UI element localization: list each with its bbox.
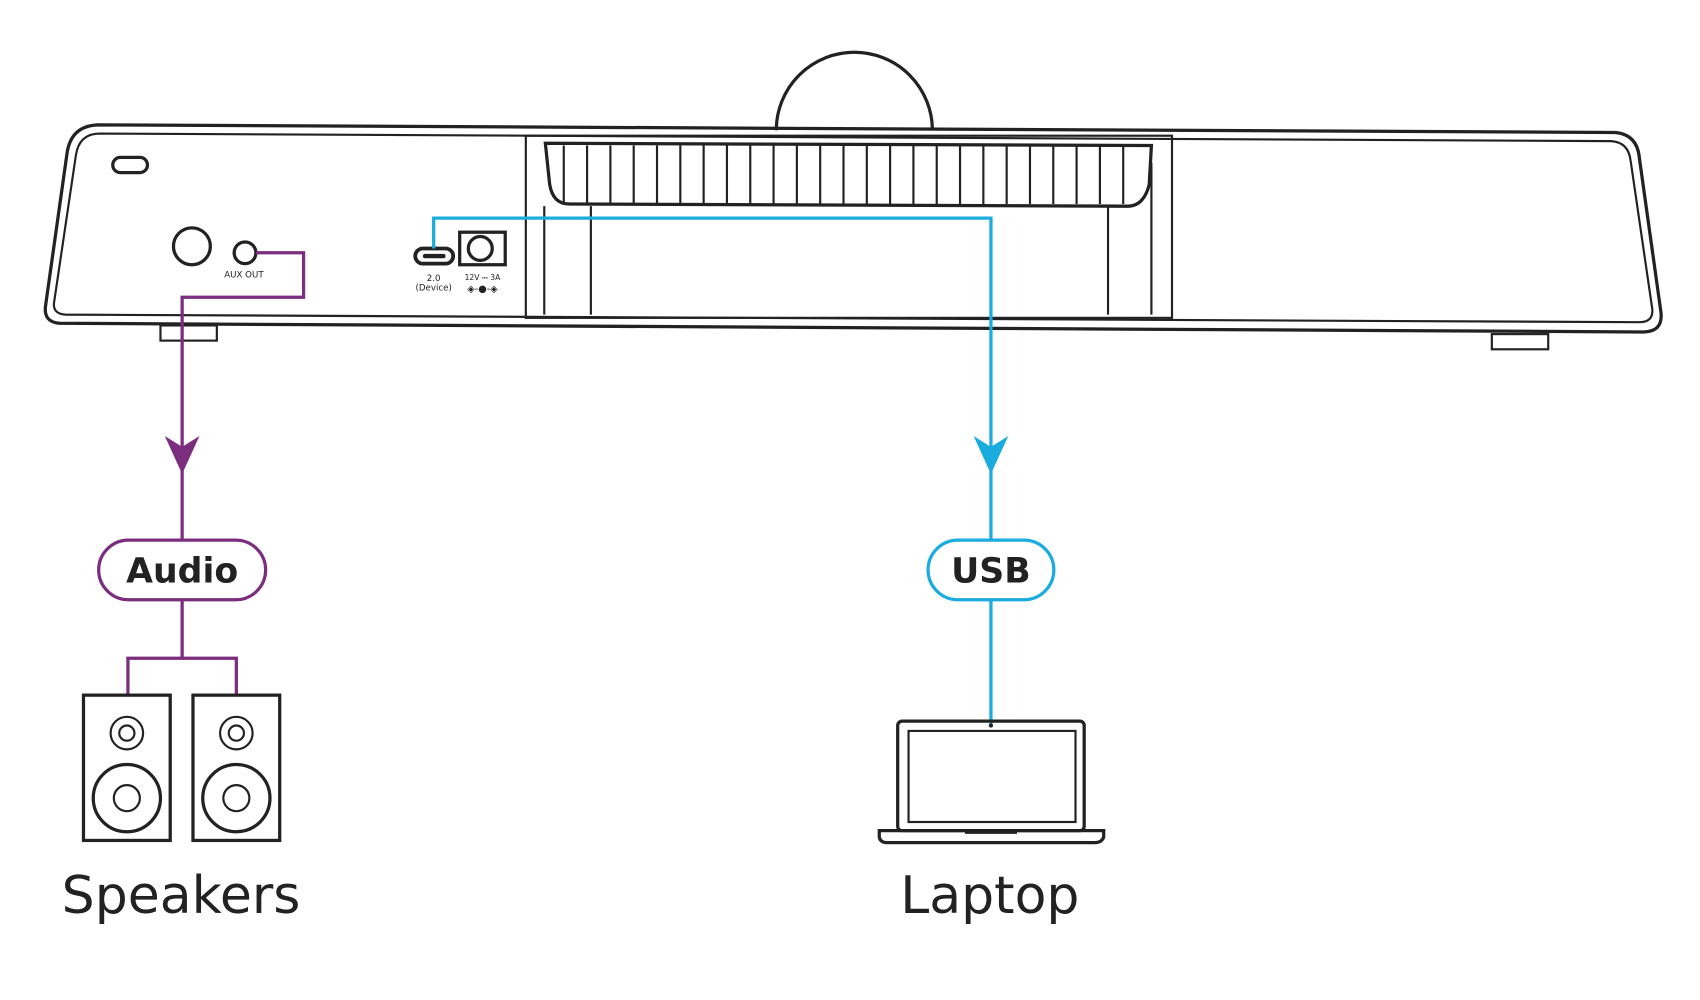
arrow-down-icon xyxy=(973,436,1009,474)
usb-version-label: 2.0 xyxy=(427,274,441,284)
foot-right xyxy=(1490,333,1550,351)
audio-label: Audio xyxy=(126,551,238,591)
laptop-label: Laptop xyxy=(900,866,1079,926)
video-bar-device: AUX OUT 2.0 (Device) 12V ⎓ 3A ◈-●-◈ xyxy=(43,123,1663,351)
indicator-light xyxy=(111,155,150,175)
aux-out-port[interactable] xyxy=(232,240,258,266)
aux-out-label: AUX OUT xyxy=(224,271,264,281)
power-rating-label: 12V ⎓ 3A xyxy=(465,273,502,282)
laptop-icon xyxy=(877,719,1106,845)
usb-mode-label: (Device) xyxy=(415,284,451,294)
speaker-icon xyxy=(81,693,172,843)
power-port[interactable] xyxy=(458,230,507,267)
camera-dome xyxy=(774,50,935,131)
usb-label: USB xyxy=(951,551,1031,591)
polarity-icon: ◈-●-◈ xyxy=(467,284,498,295)
microphone-port xyxy=(171,226,212,267)
foot-left xyxy=(159,324,218,342)
usb-connection: USB xyxy=(432,216,1056,725)
audio-connection: Audio xyxy=(97,251,306,696)
arrow-down-icon xyxy=(164,436,200,474)
speaker-icon xyxy=(191,693,282,843)
speakers-label: Speakers xyxy=(62,866,301,926)
speaker-grille xyxy=(543,141,1154,208)
